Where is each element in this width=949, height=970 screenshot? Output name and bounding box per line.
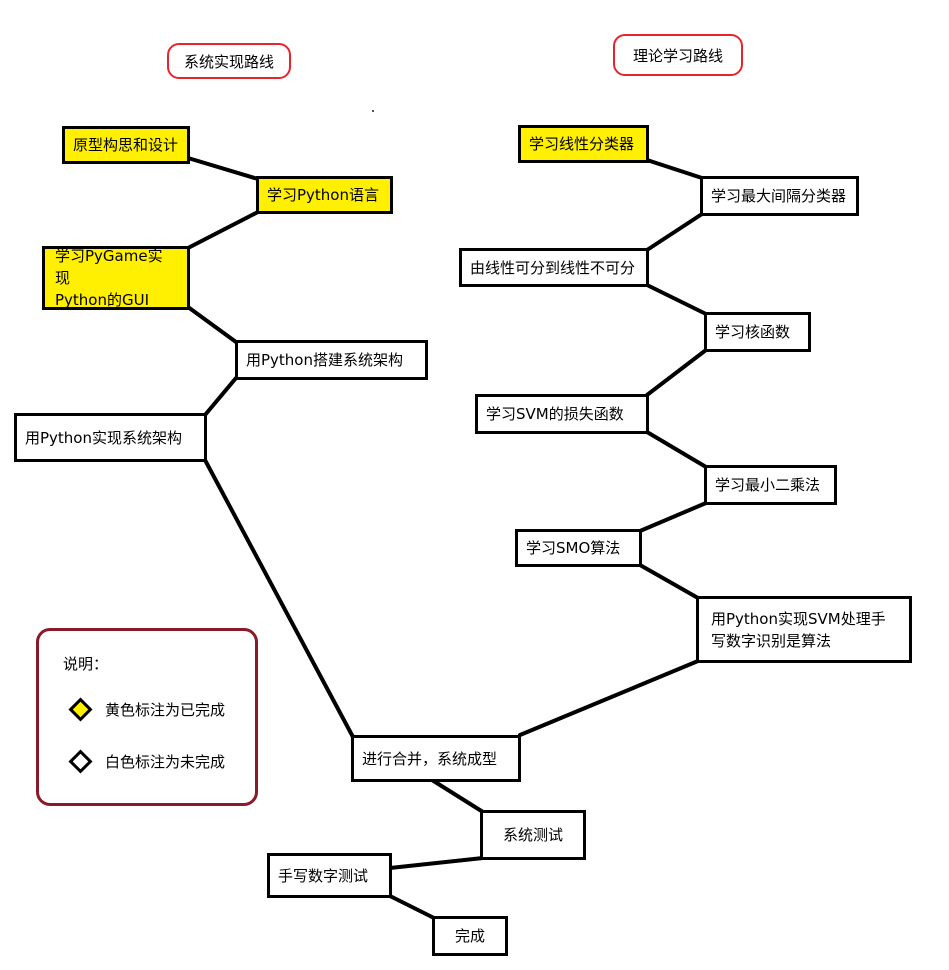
node-svm-impl-line2: 写数字识别是算法 (711, 631, 832, 650)
legend-box: 说明： 黄色标注为已完成 白色标注为未完成 (36, 628, 258, 806)
edge-lsq-smo (638, 501, 708, 533)
edge-merge-systest (430, 778, 485, 814)
node-nonlinear-label: 由线性可分到线性不可分 (470, 258, 636, 277)
node-nonlinear: 由线性可分到线性不可分 (459, 248, 649, 287)
node-pygame-text: 学习PyGame实现 Python的GUI (55, 245, 177, 311)
node-merge-label: 进行合并，系统成型 (362, 749, 498, 768)
node-svm-loss-label: 学习SVM的损失函数 (486, 405, 624, 423)
legend-incomplete-label: 白色标注为未完成 (105, 753, 226, 771)
edge-linear-maxmargin (645, 158, 704, 180)
edge-systest-handwriting (388, 856, 485, 870)
node-build-arch: 用Python搭建系统架构 (235, 340, 428, 380)
edge-nonlinear-kernel (645, 283, 708, 316)
edge-kernel-svmloss (645, 348, 708, 397)
node-pygame-line2: Python的GUI (55, 291, 150, 309)
stray-dot (372, 110, 374, 112)
edge-impl-merge (203, 458, 355, 739)
node-impl-arch-label: 用Python实现系统架构 (25, 428, 182, 447)
node-system-test: 系统测试 (480, 810, 586, 860)
edge-smo-svmimpl (638, 563, 700, 600)
edge-prototype-python (186, 156, 260, 181)
node-learn-python: 学习Python语言 (256, 176, 393, 214)
node-linear-classifier-label: 学习线性分类器 (529, 135, 635, 153)
legend-row-completed: 黄色标注为已完成 (68, 697, 226, 722)
node-impl-arch: 用Python实现系统架构 (14, 413, 207, 462)
node-svm-impl-text: 用Python实现SVM处理手 写数字识别是算法 (711, 608, 886, 652)
node-linear-classifier: 学习线性分类器 (518, 125, 649, 163)
node-svm-loss: 学习SVM的损失函数 (475, 394, 649, 434)
edge-python-pygame (186, 210, 260, 250)
node-system-test-label: 系统测试 (503, 826, 564, 844)
legend-row-incomplete: 白色标注为未完成 (68, 749, 226, 774)
node-least-squares: 学习最小二乘法 (704, 465, 837, 505)
node-prototype-label: 原型构思和设计 (73, 136, 179, 154)
node-pygame-line1: 学习PyGame实现 (55, 247, 163, 287)
title-system-route: 系统实现路线 (167, 43, 291, 79)
node-smo: 学习SMO算法 (515, 529, 642, 567)
title-theory-route: 理论学习路线 (613, 34, 743, 76)
white-diamond-icon (68, 749, 93, 774)
node-max-margin: 学习最大间隔分类器 (700, 176, 859, 216)
node-kernel-label: 学习核函数 (715, 323, 791, 341)
node-build-arch-label: 用Python搭建系统架构 (246, 351, 403, 369)
node-finish: 完成 (432, 916, 508, 956)
edge-handwriting-finish (388, 894, 436, 920)
node-max-margin-label: 学习最大间隔分类器 (711, 187, 847, 205)
node-svm-impl-line1: 用Python实现SVM处理手 (711, 609, 886, 628)
edge-svmloss-lsq (645, 430, 708, 469)
node-smo-label: 学习SMO算法 (526, 539, 621, 557)
node-least-squares-label: 学习最小二乘法 (715, 476, 821, 494)
node-svm-impl: 用Python实现SVM处理手 写数字识别是算法 (696, 596, 912, 663)
edge-pygame-build (186, 305, 238, 344)
node-kernel: 学习核函数 (704, 312, 811, 352)
edge-maxmargin-nonlinear (645, 212, 704, 252)
edge-svmimpl-merge (518, 659, 700, 737)
legend-title: 说明： (63, 655, 109, 673)
node-finish-label: 完成 (455, 927, 486, 945)
node-prototype: 原型构思和设计 (62, 126, 190, 164)
legend-completed-label: 黄色标注为已完成 (105, 701, 226, 719)
node-pygame: 学习PyGame实现 Python的GUI (42, 246, 190, 310)
node-handwriting-test-label: 手写数字测试 (278, 866, 369, 885)
node-handwriting-test: 手写数字测试 (267, 853, 392, 898)
node-merge: 进行合并，系统成型 (351, 735, 521, 782)
yellow-diamond-icon (68, 697, 93, 722)
edge-build-impl (203, 376, 238, 417)
node-learn-python-label: 学习Python语言 (267, 186, 379, 204)
